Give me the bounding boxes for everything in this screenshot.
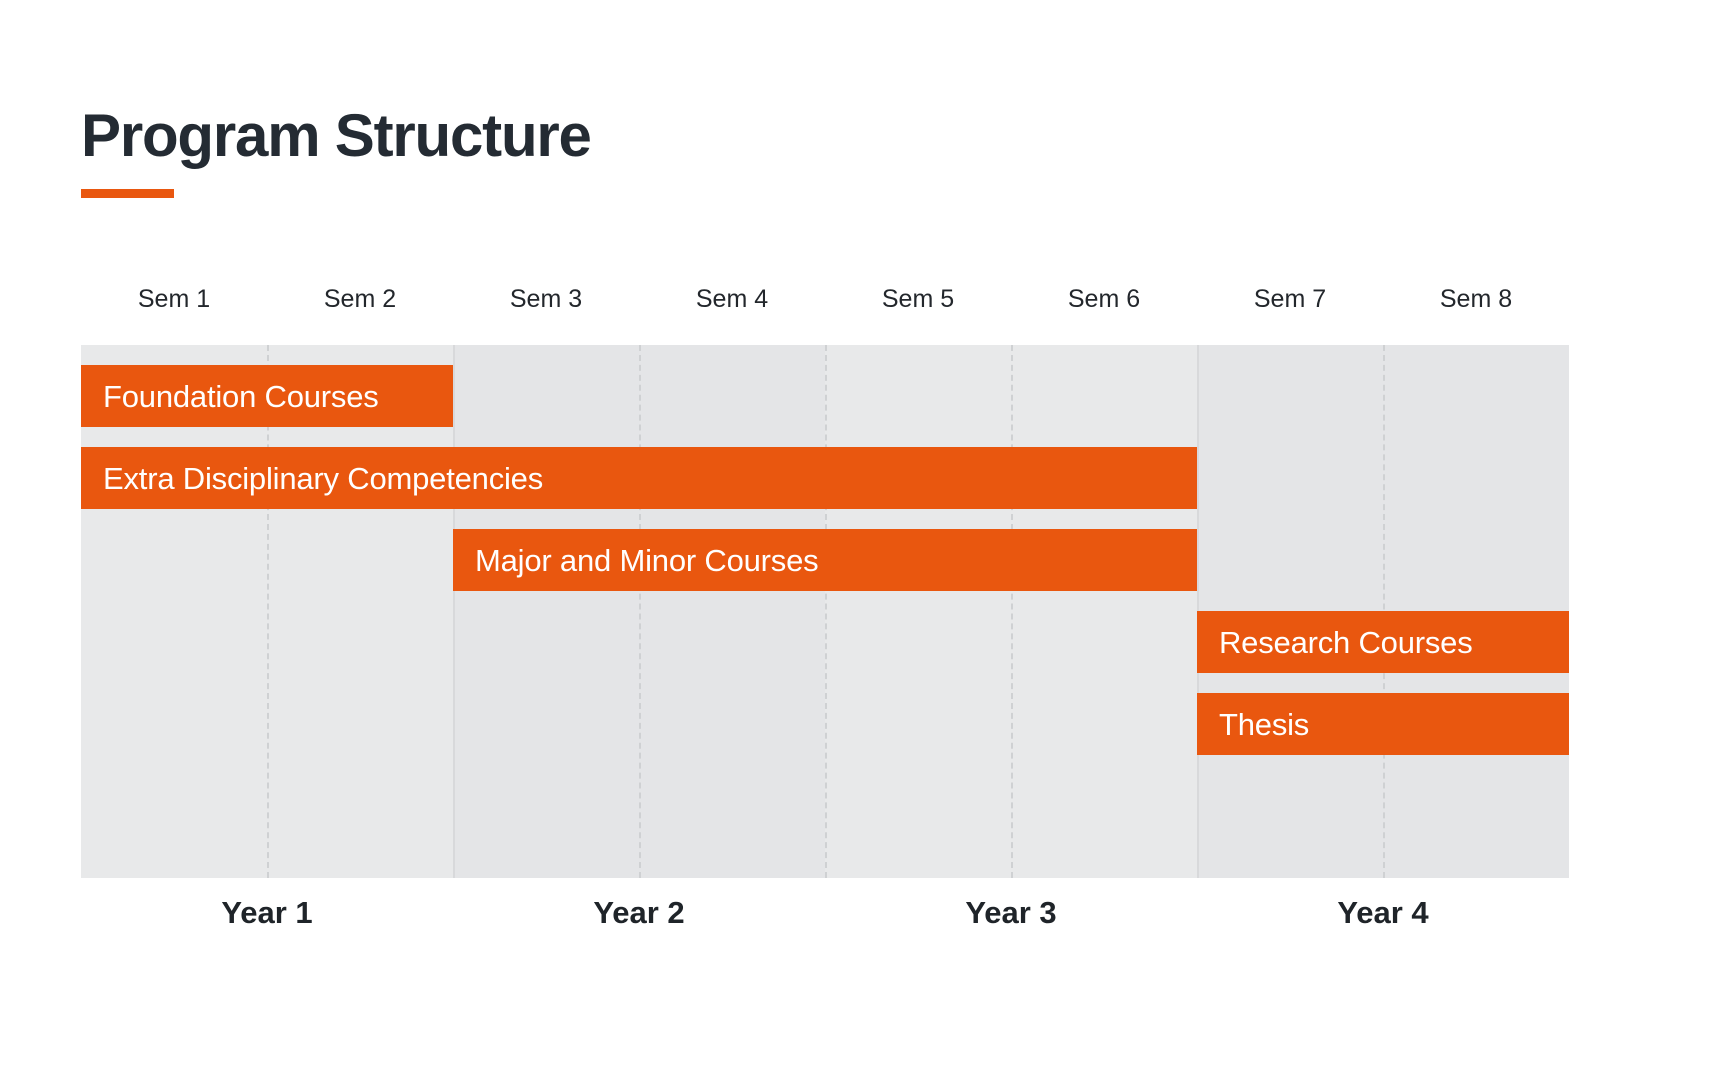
semester-tick-label-8: Sem 8 <box>1439 285 1513 313</box>
year-tick-label-4: Year 4 <box>1337 895 1429 930</box>
gantt-bar-major-and-minor-courses[interactable]: Major and Minor Courses <box>453 529 1197 591</box>
semester-axis: Sem 1 Sem 2 Sem 3 Sem 4 Sem 5 Sem 6 Sem 7 Sem 8 <box>81 285 1569 325</box>
gantt-bar-label: Foundation Courses <box>103 378 379 414</box>
page-title: Program Structure <box>81 102 592 169</box>
gridline-sem-4 <box>825 345 829 878</box>
page-header: Program Structure <box>81 104 1281 198</box>
gantt-bar-extra-disciplinary-competencies[interactable]: Extra Disciplinary Competencies <box>81 447 1197 509</box>
semester-tick-label-5: Sem 5 <box>881 285 955 313</box>
gantt-bar-label: Extra Disciplinary Competencies <box>103 460 544 496</box>
year-tick-label-2: Year 2 <box>593 895 685 930</box>
gantt-bar-research-courses[interactable]: Research Courses <box>1197 611 1569 673</box>
year-axis: Year 1 Year 2 Year 3 Year 4 <box>81 895 1569 955</box>
year-tick-label-3: Year 3 <box>965 895 1057 930</box>
semester-tick-label-4: Sem 4 <box>695 285 769 313</box>
gridline-sem-5 <box>1011 345 1015 878</box>
title-accent-rule <box>81 189 174 198</box>
semester-tick-label-6: Sem 6 <box>1067 285 1141 313</box>
gantt-bar-label: Thesis <box>1219 706 1310 742</box>
semester-tick-label-1: Sem 1 <box>137 285 211 313</box>
gridline-sem-1 <box>267 345 271 878</box>
year-tick-label-1: Year 1 <box>221 895 313 930</box>
gantt-bar-thesis[interactable]: Thesis <box>1197 693 1569 755</box>
semester-tick-label-2: Sem 2 <box>323 285 397 313</box>
gantt-bar-label: Major and Minor Courses <box>475 542 819 578</box>
gantt-bar-label: Research Courses <box>1219 624 1473 660</box>
semester-tick-label-7: Sem 7 <box>1253 285 1327 313</box>
gantt-plot-area: Foundation Courses Extra Disciplinary Co… <box>81 345 1569 878</box>
gridline-sem-3 <box>639 345 643 878</box>
gridline-sem-2 <box>453 345 457 878</box>
gantt-bar-foundation-courses[interactable]: Foundation Courses <box>81 365 453 427</box>
semester-tick-label-3: Sem 3 <box>509 285 583 313</box>
program-structure-gantt-chart: Sem 1 Sem 2 Sem 3 Sem 4 Sem 5 Sem 6 Sem 7 Sem 8… <box>81 285 1569 878</box>
